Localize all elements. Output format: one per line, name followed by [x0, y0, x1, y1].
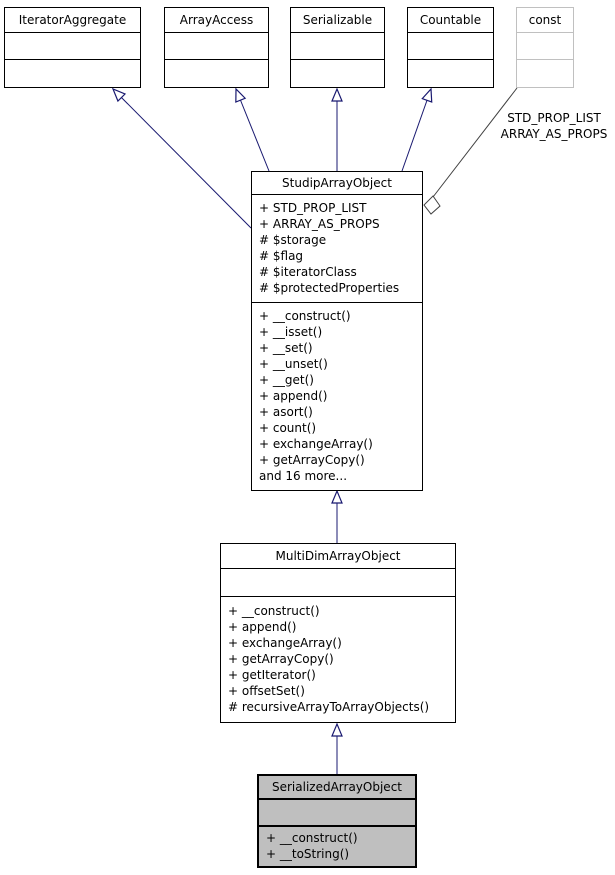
methods-compartment: + __construct() + append() + exchangeArray…: [221, 597, 455, 722]
class-box-const: const: [516, 7, 574, 88]
class-name: ArrayAccess: [165, 8, 268, 33]
member-line: + getArrayCopy(): [259, 453, 365, 467]
usage-edge-label-line2: ARRAY_AS_PROPS: [500, 127, 608, 141]
member-line: and 16 more...: [259, 469, 348, 483]
attributes-compartment: [408, 33, 493, 60]
class-name: IteratorAggregate: [5, 8, 140, 33]
attributes-compartment: [165, 33, 268, 60]
member-line: # $iteratorClass: [259, 265, 357, 279]
member-line: + append(): [259, 389, 328, 403]
methods-compartment: [408, 60, 493, 87]
methods-compartment: [165, 60, 268, 87]
member-line: # $protectedProperties: [259, 281, 400, 295]
class-name: StudipArrayObject: [252, 172, 422, 195]
member-line: + __get(): [259, 373, 314, 387]
member-line: + getIterator(): [228, 668, 316, 682]
inheritance-arrow-studip-iteratoraggregate: [111, 87, 252, 229]
attributes-compartment: [221, 569, 455, 597]
member-line: # $storage: [259, 233, 327, 247]
member-line: + __isset(): [259, 325, 323, 339]
attributes-compartment: [5, 33, 140, 60]
methods-compartment: + __construct() + __isset() + __set() + __u…: [252, 303, 422, 490]
member-line: + __construct(): [266, 831, 358, 845]
member-line: + getArrayCopy(): [228, 652, 334, 666]
usage-line-const: [432, 87, 518, 198]
member-line: + append(): [228, 620, 297, 634]
class-box-serializedarrayobject: SerializedArrayObject + __construct()+ _…: [257, 774, 417, 868]
member-line: + __unset(): [259, 357, 328, 371]
class-box-iteratoraggregate[interactable]: IteratorAggregate: [4, 7, 141, 88]
class-box-serializable[interactable]: Serializable: [290, 7, 385, 88]
attributes-compartment: + STD_PROP_LIST + ARRAY_AS_PROPS # $storag…: [252, 195, 422, 303]
class-box-studiparrayobject[interactable]: StudipArrayObject + STD_PROP_LIST + ARRAY…: [251, 171, 423, 491]
usage-edge-label-line1: STD_PROP_LIST: [507, 111, 601, 125]
inheritance-arrow-studip-countable: [401, 87, 433, 172]
attributes-compartment: [291, 33, 384, 60]
member-line: + __set(): [259, 341, 313, 355]
attributes-compartment: [259, 800, 415, 827]
methods-compartment: + __construct() + __toString(): [259, 827, 415, 866]
class-box-arrayaccess[interactable]: ArrayAccess: [164, 7, 269, 88]
aggregation-diamond-icon: [423, 195, 441, 215]
methods-compartment: [517, 60, 573, 87]
class-name: const: [517, 8, 573, 33]
member-line: + asort(): [259, 405, 313, 419]
class-name: Countable: [408, 8, 493, 33]
inheritance-arrow-studip-arrayaccess: [235, 87, 270, 172]
methods-compartment: [5, 60, 140, 87]
methods-compartment: [291, 60, 384, 87]
member-line: + STD_PROP_LIST: [259, 201, 367, 215]
member-line: + exchangeArray(): [228, 636, 342, 650]
class-name: Serializable: [291, 8, 384, 33]
class-box-countable[interactable]: Countable: [407, 7, 494, 88]
attributes-compartment: [517, 33, 573, 60]
member-line: + offsetSet(): [228, 684, 305, 698]
usage-edge-label: STD_PROP_LIST ARRAY_AS_PROPS: [492, 110, 615, 142]
member-line: + __toString(): [266, 847, 350, 861]
member-line: + __construct(): [259, 309, 351, 323]
member-line: + ARRAY_AS_PROPS: [259, 217, 380, 231]
class-box-multidimarrayobject[interactable]: MultiDimArrayObject + __construct() + app…: [220, 543, 456, 723]
class-name: MultiDimArrayObject: [221, 544, 455, 569]
member-line: + __construct(): [228, 604, 320, 618]
member-line: + exchangeArray(): [259, 437, 373, 451]
member-line: # $flag: [259, 249, 304, 263]
member-line: # recursiveArrayToArrayObjects(): [228, 700, 430, 714]
member-line: + count(): [259, 421, 317, 435]
class-name: SerializedArrayObject: [259, 776, 415, 800]
